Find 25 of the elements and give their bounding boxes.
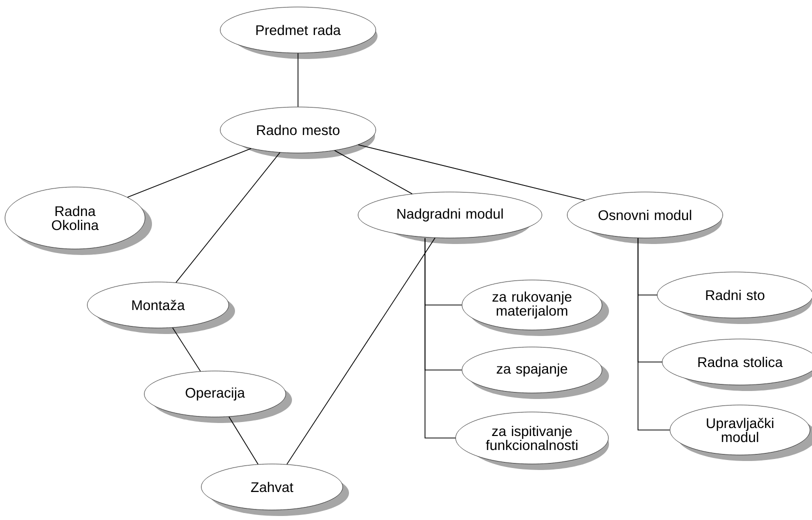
ellipse-node: Predmet rada (220, 6, 378, 59)
ellipse-node: Upravljački modul (670, 404, 812, 461)
ellipse-node: Osnovni modul (567, 192, 723, 244)
ellipse-node: Radna Okolina (4, 186, 152, 255)
connector-line (228, 416, 258, 465)
ellipse-node: Operacija (144, 370, 292, 423)
connector-line (424, 238, 456, 438)
node-label: Radni sto (706, 290, 764, 300)
ellipse-node: Radni sto (657, 272, 812, 324)
ellipse-node: Radno mesto (220, 106, 376, 159)
ellipse-node: za ispitivanje funkcionalnosti (455, 412, 609, 470)
connector-line (172, 327, 201, 372)
connector-line (127, 148, 252, 198)
connector-line (176, 152, 280, 283)
ellipse-node: Nadgradni modul (358, 192, 542, 244)
ellipse-node: Zahvat (201, 464, 349, 516)
node-label: Radna stolica (698, 356, 783, 368)
ellipse-node: za rukovanje materijalom (462, 280, 609, 336)
connector-line (334, 150, 413, 194)
connector-line (638, 238, 670, 430)
ellipse-node: za spajanje (462, 346, 609, 399)
ellipse-node: Montaža (87, 282, 235, 334)
connector-line (286, 237, 436, 465)
connector-line (358, 144, 586, 201)
ellipse-node: Radna stolica (662, 338, 812, 391)
